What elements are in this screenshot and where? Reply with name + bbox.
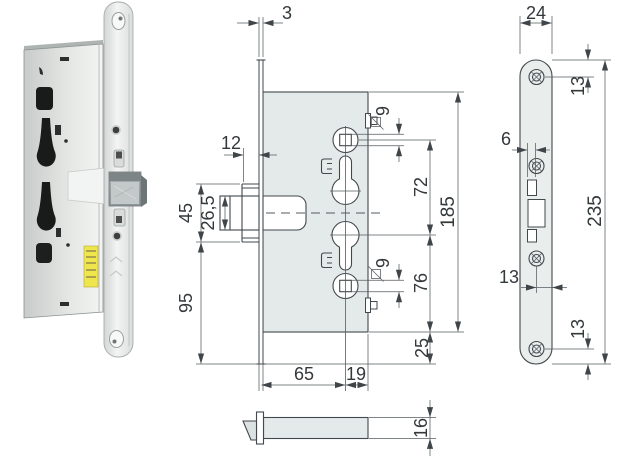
dim-follower-to-cylinder: 72 (330, 139, 436, 236)
follower-hole-photo-2 (36, 243, 52, 263)
cylinder-hole-photo-bottom (36, 182, 56, 231)
dim-label-26-5: 26,5 (198, 195, 218, 230)
lock-case-top-edge (24, 40, 103, 50)
dim-label-45: 45 (176, 203, 196, 223)
dim-label-13-bottom: 13 (568, 319, 588, 339)
side-view: 24 6 13 13 (499, 3, 611, 380)
faceplate-bottom-hole (109, 330, 124, 348)
front-view: 3 12 45 26,5 95 (176, 3, 464, 391)
faceplate-outline (258, 59, 264, 365)
dim-latch-head-height: 26,5 (198, 195, 229, 231)
dim-label-95: 95 (176, 293, 196, 313)
clip-top (320, 158, 332, 175)
dim-label-235: 235 (585, 195, 606, 227)
dim-plate-thickness: 3 (237, 3, 292, 57)
faceplate-screw-photo-top (112, 126, 120, 134)
product-photo (23, 1, 147, 358)
latch-opening (527, 199, 546, 228)
dim-hole-to-plate-end: 13 (545, 319, 611, 380)
dim-case-depth: 16 (369, 400, 436, 456)
follower-hole-photo (36, 87, 53, 110)
faceplate-screw-photo-bottom (113, 232, 121, 240)
latch-tail-photo (67, 167, 107, 205)
dim-label-65: 65 (294, 364, 314, 384)
dim-label-13-top: 13 (568, 76, 588, 96)
dim-case-height: 185 (369, 91, 464, 333)
bottom-view: 16 (242, 400, 436, 456)
product-label (83, 245, 99, 288)
dim-label-3: 3 (282, 3, 292, 23)
dim-latch-body-height: 45 (176, 183, 240, 243)
dim-cylinder-to-case-bottom: 76 (411, 235, 434, 332)
dim-label-16: 16 (411, 418, 431, 438)
dim-spindle-square-top: 9 (351, 106, 404, 162)
dim-plate-width: 24 (519, 3, 553, 54)
dim-label-24: 24 (526, 3, 546, 23)
latch-bolt-photo (108, 171, 147, 207)
square-section-symbol (368, 266, 384, 282)
cylinder-hole-photo-top (36, 118, 56, 167)
dim-label-185: 185 (438, 196, 459, 228)
case-back-tab-bottom (365, 297, 378, 313)
dim-label-72: 72 (411, 177, 431, 197)
case-bottom-outline (262, 416, 369, 440)
dim-label-76: 76 (411, 273, 431, 293)
dim-plate-top-to-hole: 13 (545, 44, 611, 96)
faceplate-bottom-outline (255, 411, 265, 445)
dim-label-13-mid: 13 (499, 267, 519, 287)
dim-spindle-square-bottom: 9 (351, 258, 404, 308)
faceplate-screw-holes (528, 68, 545, 358)
dim-label-6: 6 (501, 129, 511, 149)
faceplate-top-hole (111, 12, 126, 30)
latch-guide-opening (527, 179, 537, 196)
dim-label-12: 12 (221, 133, 241, 153)
dim-label-25: 25 (412, 338, 432, 358)
clip-bottom (320, 252, 332, 269)
dim-plate-length: 235 (585, 60, 609, 364)
dim-hole-axis-to-edge: 13 (499, 266, 567, 293)
latch-nose-bottom (242, 420, 258, 441)
faceplate-embossing (109, 256, 123, 277)
dim-case-to-plate-end: 25 (412, 332, 434, 364)
dim-slot-width: 6 (501, 129, 550, 177)
dim-label-9-bottom: 9 (373, 258, 393, 268)
deadbolt-opening (527, 229, 537, 243)
case-back-tab-top (365, 113, 378, 129)
square-section-symbol (368, 114, 384, 130)
dim-backset-row: 65 19 (258, 334, 369, 391)
dim-label-9-top: 9 (373, 106, 393, 116)
dim-latch-protrusion: 12 (221, 133, 277, 182)
dim-label-19: 19 (346, 364, 366, 384)
dim-plate-below-latch: 95 (176, 242, 436, 365)
